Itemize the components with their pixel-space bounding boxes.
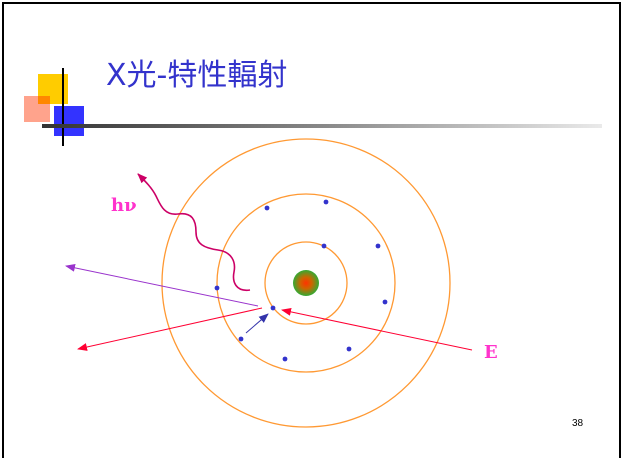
nucleus xyxy=(293,270,319,296)
electron xyxy=(323,199,329,205)
electron xyxy=(346,346,352,352)
page-number: 38 xyxy=(572,418,584,429)
title-decoration-blue-square xyxy=(54,106,84,136)
incoming-beam-arrow xyxy=(281,307,473,351)
electron xyxy=(214,285,220,291)
electron xyxy=(238,336,244,342)
ejected-electron-arrow xyxy=(77,307,263,351)
emitted-photon-wave xyxy=(137,173,251,292)
title-decoration-red-square xyxy=(24,96,50,122)
title-decoration-vertical-line xyxy=(62,68,64,146)
electron xyxy=(264,205,270,211)
electron xyxy=(321,243,327,249)
energy-label: E xyxy=(484,342,498,363)
middle-shell xyxy=(216,193,396,373)
outer-shell xyxy=(161,138,451,428)
photon-label: hν xyxy=(111,195,137,216)
inner-shell xyxy=(264,241,348,325)
electron xyxy=(282,356,288,362)
electron xyxy=(270,305,276,311)
electron-transition-arrow xyxy=(245,313,269,334)
slide-title: X光-特性輻射 xyxy=(106,58,288,93)
electrons xyxy=(214,199,388,362)
scattered-beam-arrow xyxy=(65,263,259,307)
electron xyxy=(375,243,381,249)
electron xyxy=(382,299,388,305)
title-underline xyxy=(42,124,602,128)
